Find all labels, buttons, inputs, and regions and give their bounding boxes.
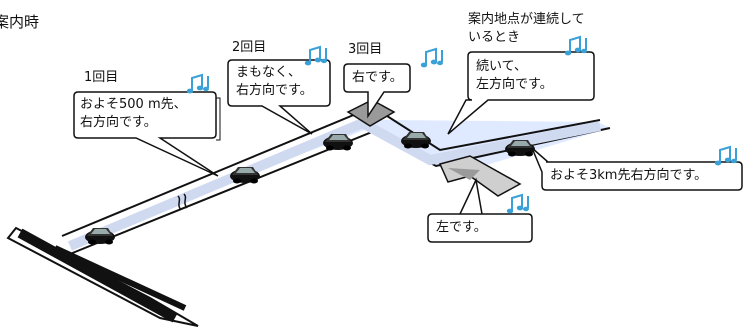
bubble-2-line2: 右方向です。 <box>236 83 313 98</box>
bubble-5: およそ3km先右方向です。 <box>550 168 708 183</box>
speech-bubble-5 <box>531 147 743 191</box>
label-second: 2回目 <box>232 40 267 55</box>
road-break-icon <box>177 193 188 211</box>
label-continuous-line2: いるとき <box>468 30 521 45</box>
bubble-2-line1: まもなく、 <box>236 65 302 80</box>
speech-bubble-6 <box>427 177 533 243</box>
label-third: 3回目 <box>348 42 383 57</box>
right-side-road <box>438 155 522 197</box>
label-first: 1回目 <box>84 70 119 85</box>
speech-bubble-4 <box>447 51 595 135</box>
bubble-1-line1: およそ500 m先、 <box>80 97 187 112</box>
speech-bubble-3 <box>343 63 411 119</box>
bubble-4-line1: 続いて、 <box>476 59 527 74</box>
music-note-icon <box>505 194 530 215</box>
bubble-6: 左です。 <box>436 220 487 235</box>
bubble-3: 右です。 <box>352 70 403 85</box>
bubble-1-line2: 右方向です。 <box>80 115 157 130</box>
label-continuous-line1: 案内地点が連続して <box>468 12 585 27</box>
music-note-icon <box>419 48 444 69</box>
speech-bubble-2 <box>227 59 331 135</box>
bubble-4-line2: 左方向です。 <box>476 77 553 92</box>
music-note-icon <box>185 74 210 95</box>
side-road <box>6 226 199 327</box>
page-title: 案内時 <box>0 13 40 31</box>
speech-bubble-1 <box>73 91 221 177</box>
